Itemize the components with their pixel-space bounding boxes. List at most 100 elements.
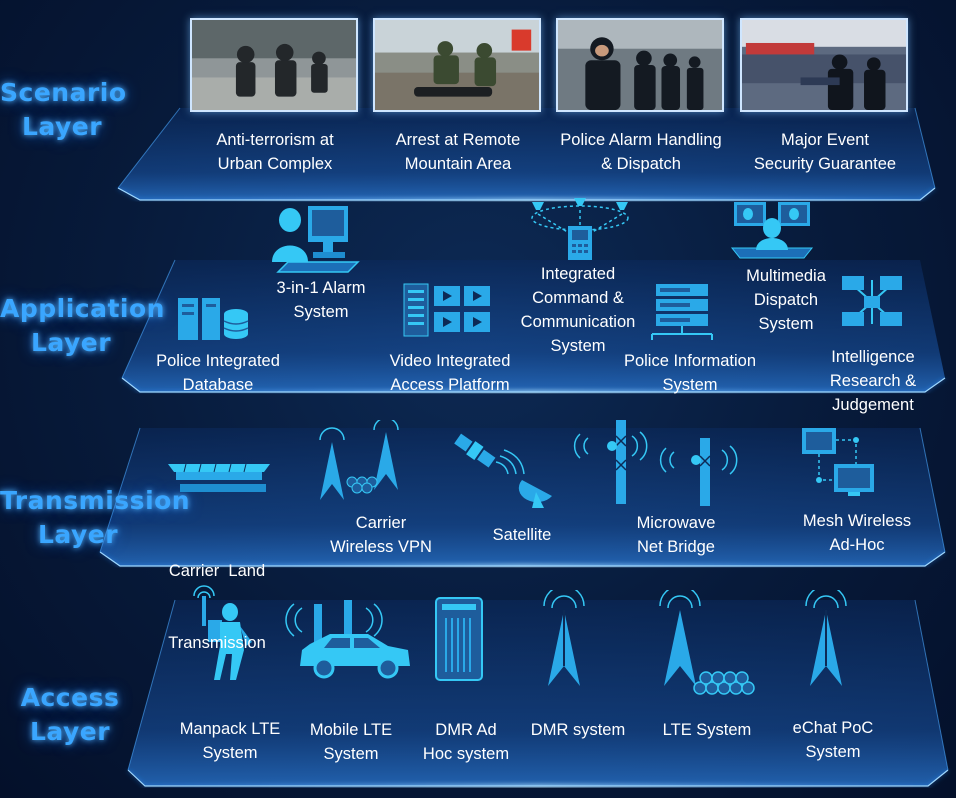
label-line: Integrated: [540, 265, 616, 283]
layer-title-line: Scenario: [0, 78, 127, 107]
app-label-police-information: Police Information System: [608, 349, 772, 397]
app-label-intelligence: Intelligence Research & Judgement: [818, 345, 928, 417]
label-line: Dispatch: [753, 291, 819, 309]
police-alarm-photo: [556, 18, 724, 112]
anti-terrorism-photo: [190, 18, 358, 112]
wireless-towers-icon: [319, 420, 399, 500]
label-line: System: [550, 337, 606, 355]
server-rack-icon: [651, 284, 713, 340]
label-line: Hoc system: [422, 745, 510, 763]
dmr-tower-icon: [543, 590, 585, 686]
base-station-cabinet-icon: [435, 597, 483, 681]
layer-title-line: Access: [20, 683, 120, 712]
trans-label-microwave: Microwave Net Bridge: [614, 511, 738, 559]
label-line: DMR Ad: [435, 721, 497, 739]
label-line: Video Integrated: [389, 352, 511, 370]
label-line: Microwave: [636, 514, 716, 532]
trans-label-mesh: Mesh Wireless Ad-Hoc: [792, 509, 922, 557]
label-line: Manpack LTE: [179, 720, 281, 738]
trans-label-wireless-vpn: Carrier Wireless VPN: [314, 511, 448, 559]
database-icon: [178, 298, 249, 340]
scenario-layer-title: Scenario Layer: [0, 76, 127, 144]
label-line: Police Integrated: [156, 352, 280, 370]
access-label-dmr-system: DMR system: [520, 718, 636, 742]
layer-title-line: Layer: [37, 520, 119, 549]
label-line: Satellite: [492, 526, 552, 544]
access-label-manpack: Manpack LTE System: [168, 717, 292, 765]
application-platform: [121, 259, 946, 394]
access-label-mobile-lte: Mobile LTE System: [296, 718, 406, 766]
manpack-soldier-icon: [193, 585, 252, 680]
label-line: Police Alarm Handling: [560, 131, 722, 149]
layer-title-line: Transmission: [0, 486, 191, 515]
major-event-photo: [740, 18, 908, 112]
label-line: Access Platform: [390, 376, 510, 394]
label-line: Anti-terrorism at: [216, 131, 334, 149]
layer-title-line: Layer: [21, 112, 103, 141]
fiber-cable-icon: [168, 463, 270, 492]
layer-title-line: Layer: [30, 328, 112, 357]
arrest-mountain-photo: [373, 18, 541, 112]
satellite-icon: [454, 433, 552, 508]
scenario-label-police-alarm: Police Alarm Handling & Dispatch: [546, 128, 736, 176]
microwave-towers-icon: [573, 420, 738, 506]
scenario-label-arrest: Arrest at Remote Mountain Area: [373, 128, 543, 176]
app-label-police-database: Police Integrated Database: [140, 349, 296, 397]
label-line: Database: [182, 376, 254, 394]
layer-title-line: Application: [0, 294, 165, 323]
label-line: Intelligence: [831, 348, 915, 366]
trans-label-satellite: Satellite: [472, 523, 572, 547]
network-topology-icon: [842, 276, 902, 326]
label-line: Net Bridge: [637, 538, 715, 556]
label-line: System: [662, 376, 718, 394]
mobile-vehicle-icon: [285, 600, 410, 679]
label-line: Carrier Land: [168, 562, 266, 580]
label-line: Carrier: [355, 514, 407, 532]
label-line: System: [293, 303, 349, 321]
access-label-dmr-adhoc: DMR Ad Hoc system: [412, 718, 520, 766]
alarm-workstation-icon: [272, 206, 360, 273]
scenario-platform: [117, 107, 936, 202]
label-line: Major Event: [780, 131, 870, 149]
access-layer-title: Access Layer: [0, 681, 140, 749]
app-label-video-platform: Video Integrated Access Platform: [372, 349, 528, 397]
transmission-layer-title: Transmission Layer: [0, 484, 191, 552]
label-line: Command &: [532, 289, 624, 307]
application-layer-title: Application Layer: [0, 292, 165, 360]
label-line: System: [323, 745, 379, 763]
app-label-command-communication: Integrated Command & Communication Syste…: [508, 262, 648, 358]
label-line: Transmission: [168, 634, 266, 652]
label-line: Mobile LTE: [309, 721, 393, 739]
scenario-label-anti-terrorism: Anti-terrorism at Urban Complex: [190, 128, 360, 176]
label-line: System: [202, 744, 258, 762]
label-line: & Dispatch: [601, 155, 681, 173]
label-line: Ad-Hoc: [829, 536, 885, 554]
scenario-label-major-event: Major Event Security Guarantee: [740, 128, 910, 176]
multimedia-dispatch-icon: [730, 202, 814, 259]
video-wall-icon: [403, 283, 490, 337]
label-line: Mountain Area: [404, 155, 512, 173]
transmission-platform: [99, 427, 946, 568]
label-line: System: [758, 315, 814, 333]
label-line: Multimedia: [746, 267, 826, 285]
app-label-multimedia-dispatch: Multimedia Dispatch System: [724, 264, 848, 336]
layer-title-line: Layer: [29, 717, 111, 746]
label-line: Wireless VPN: [330, 538, 432, 556]
label-line: Arrest at Remote: [395, 131, 521, 149]
mesh-network-icon: [802, 428, 874, 496]
label-line: 3-in-1 Alarm: [276, 279, 366, 297]
lte-tower-icon: [659, 590, 755, 695]
access-label-lte-system: LTE System: [652, 718, 762, 742]
app-label-alarm-system: 3-in-1 Alarm System: [256, 276, 386, 324]
trans-label-land: Carrier Land Transmission: [150, 511, 284, 679]
label-line: eChat PoC: [792, 719, 874, 737]
poc-tower-icon: [805, 590, 847, 686]
label-line: Mesh Wireless: [802, 512, 912, 530]
label-line: Security Guarantee: [753, 155, 897, 173]
label-line: Judgement: [832, 396, 914, 414]
label-line: Urban Complex: [217, 155, 333, 173]
label-line: Research &: [829, 372, 917, 390]
label-line: LTE System: [662, 721, 752, 739]
label-line: Communication: [520, 313, 636, 331]
label-line: System: [805, 743, 861, 761]
